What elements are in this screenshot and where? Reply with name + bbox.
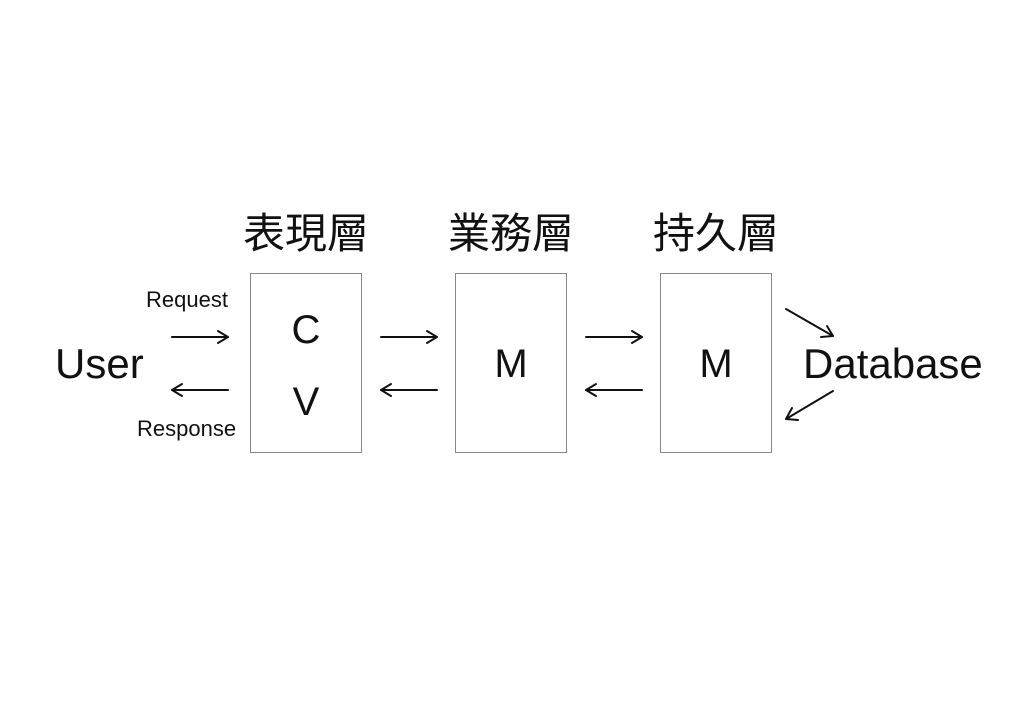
business-layer-title: 業務層	[447, 209, 574, 258]
presentation-layer-title: 表現層	[242, 209, 369, 258]
request-arrow	[171, 330, 229, 344]
persistence-layer-title: 持久層	[652, 209, 779, 258]
business-layer-box: M	[455, 273, 567, 453]
user-label: User	[55, 340, 144, 387]
response-arrow	[171, 383, 229, 397]
presentation-layer-box: C V	[250, 273, 362, 453]
controller-label: C	[291, 308, 321, 352]
database-to-persistence-arrow	[785, 390, 834, 421]
persistence-model-label: M	[699, 342, 733, 386]
response-label: Response	[137, 416, 237, 441]
business-to-persistence-arrow	[585, 330, 643, 344]
database-label: Database	[803, 340, 983, 387]
business-to-presentation-arrow	[380, 383, 438, 397]
persistence-layer-box: M	[660, 273, 772, 453]
request-label: Request	[146, 287, 228, 312]
presentation-to-business-arrow	[380, 330, 438, 344]
view-label: V	[292, 380, 320, 424]
business-model-label: M	[494, 342, 528, 386]
persistence-to-business-arrow	[585, 383, 643, 397]
persistence-to-database-arrow	[785, 308, 834, 338]
